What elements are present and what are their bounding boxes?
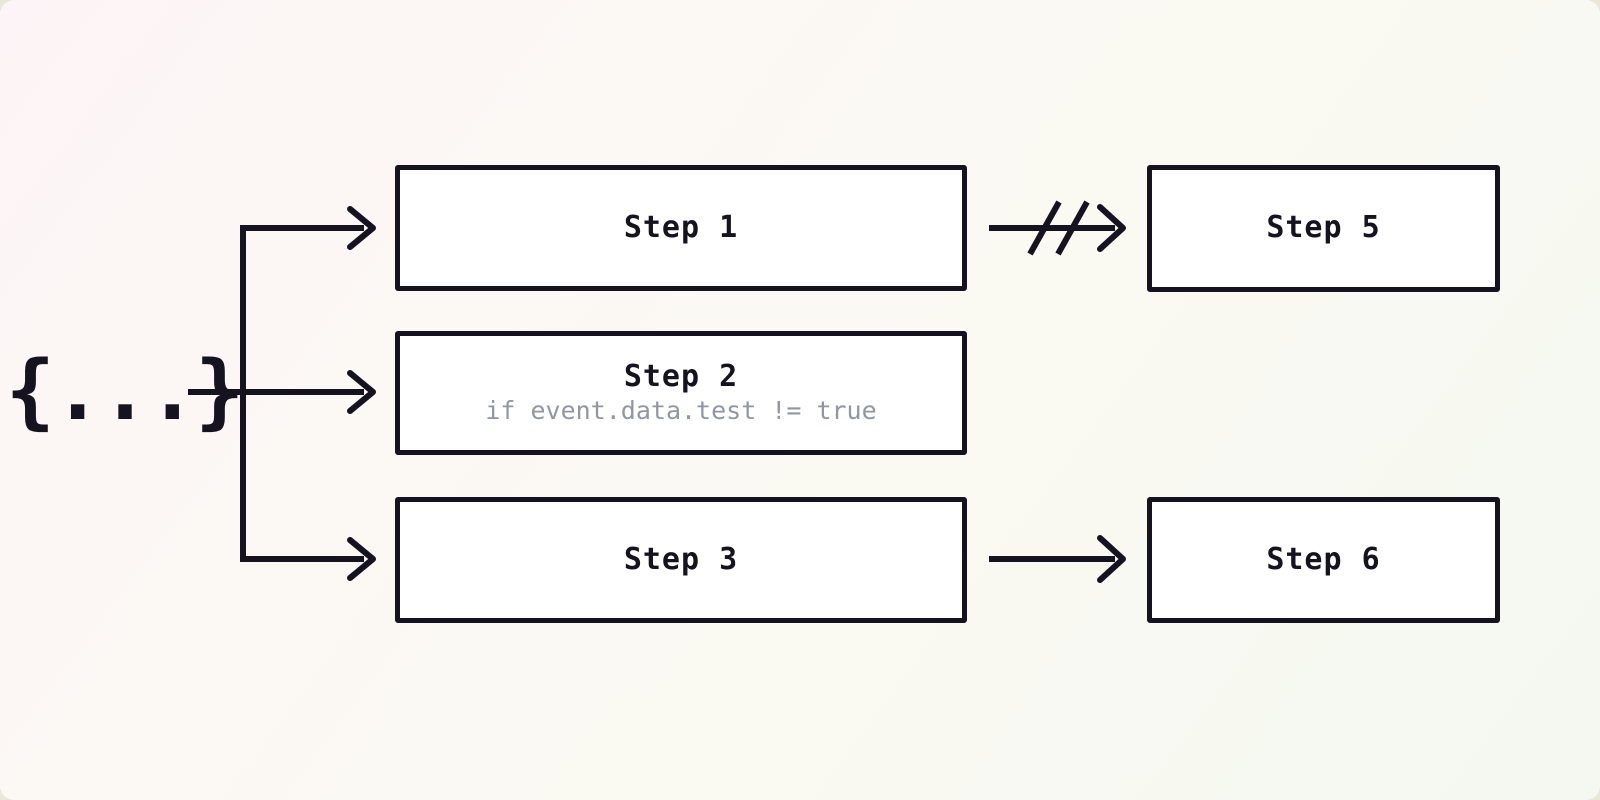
arrowhead-step3 [347, 537, 376, 581]
event-payload-glyph: {...} [5, 344, 245, 439]
node-step3-title: Step 3 [623, 541, 739, 577]
node-step5-title: Step 5 [1266, 210, 1381, 246]
arrowhead-step5 [1097, 204, 1126, 252]
node-step2[interactable]: Step 2 if event.data.test != true [395, 331, 967, 455]
node-step3[interactable]: Step 3 [395, 497, 967, 623]
node-step6-title: Step 6 [1266, 541, 1381, 577]
edge-cross-slash-2 [1055, 200, 1090, 256]
edge-cross-slash-1 [1027, 200, 1062, 256]
node-step6[interactable]: Step 6 [1147, 497, 1500, 623]
node-step1-title: Step 1 [623, 209, 739, 245]
node-step2-title: Step 2 [623, 358, 739, 394]
node-step1[interactable]: Step 1 [395, 165, 967, 291]
arrowhead-step6 [1097, 535, 1126, 583]
arrowhead-step1 [347, 206, 376, 250]
arrowhead-step2 [347, 370, 376, 414]
node-step5[interactable]: Step 5 [1147, 165, 1500, 292]
node-step2-condition: if event.data.test != true [485, 396, 877, 426]
